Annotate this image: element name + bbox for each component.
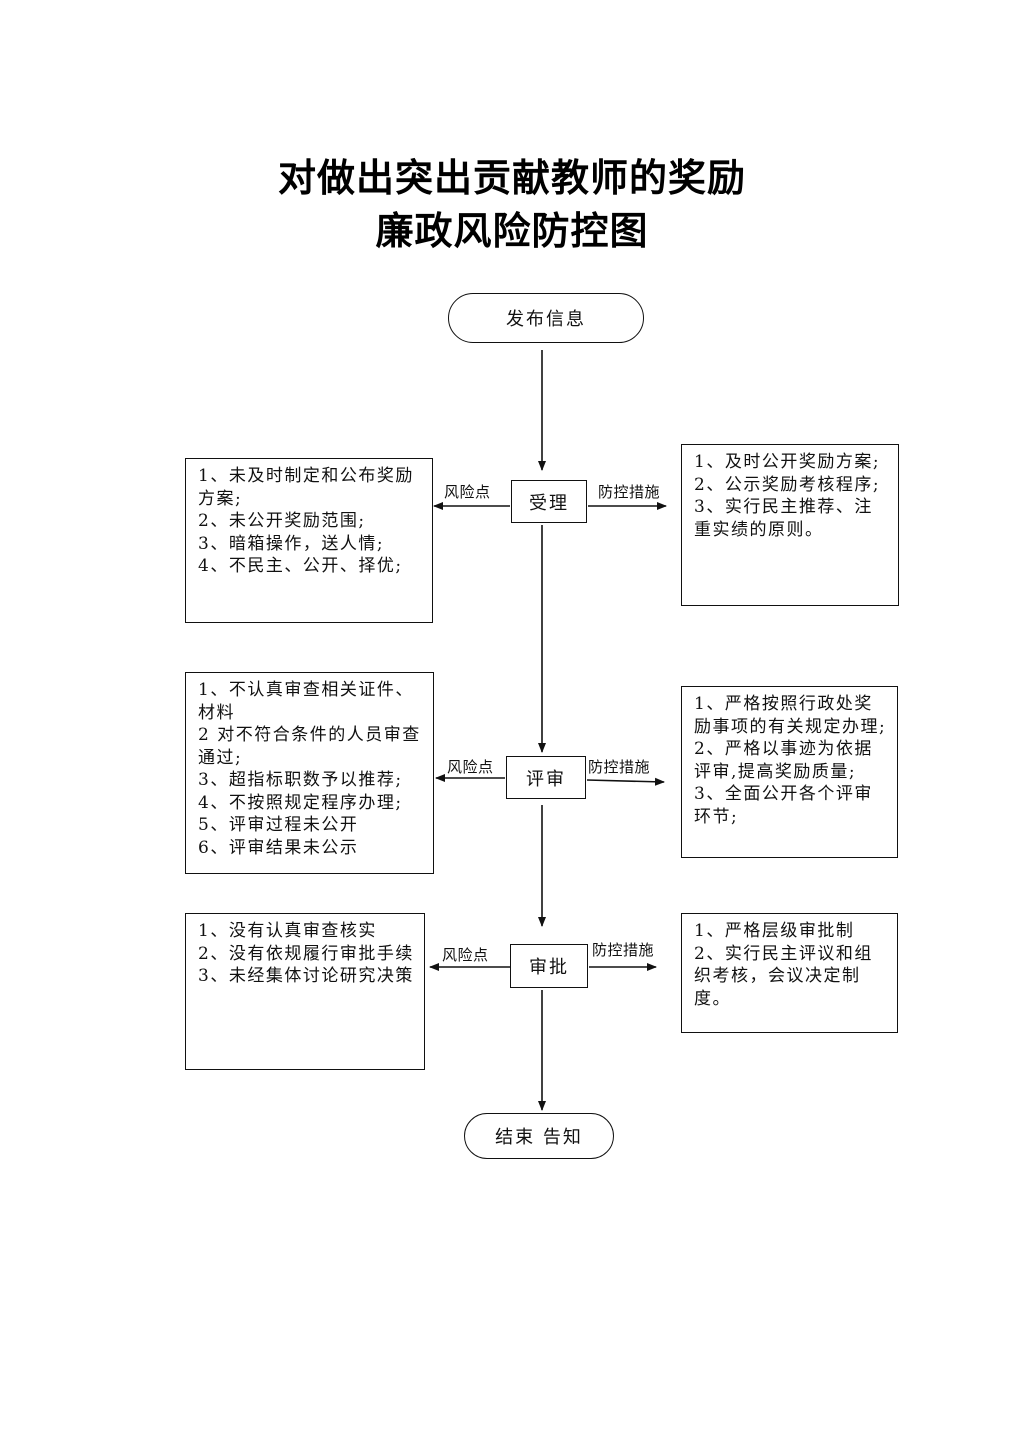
review-risk-item: 4、不按照规定程序办理;: [198, 792, 403, 813]
accept-risk-item: 3、暗箱操作，送人情;: [198, 533, 385, 554]
accept-measure-item: 1、及时公开奖励方案;: [694, 452, 881, 472]
diagram-title-line1: 对做出突出贡献教师的奖励: [277, 155, 746, 200]
end-node: 结束 告知: [464, 1113, 614, 1159]
approve-measure-item: 2、实行民主评议和组织考核，会议决定制度。: [694, 943, 873, 1009]
review-measure-label: 防控措施: [588, 758, 651, 776]
accept-measure-item: 3、实行民主推荐、注重实绩的原则。: [694, 497, 873, 540]
review-measure-box: 1、严格按照行政处奖励事项的有关规定办理; 2、严格以事迹为依据评审,提高奖励质…: [681, 686, 898, 858]
arrow-review-measure: [586, 777, 665, 786]
review-risk-item: 2 对不符合条件的人员审查通过;: [198, 725, 421, 768]
approve-measure-label: 防控措施: [592, 941, 655, 959]
accept-measure-item: 2、公示奖励考核程序;: [694, 474, 881, 495]
start-node: 发布信息: [448, 293, 644, 343]
review-measure-item: 3、全面公开各个评审环节;: [694, 784, 873, 827]
approve-risk-box: 1、没有认真审查核实 2、没有依规履行审批手续 3、未经集体讨论研究决策: [185, 913, 425, 1070]
review-risk-label: 风险点: [447, 758, 494, 776]
accept-measure-box: 1、及时公开奖励方案; 2、公示奖励考核程序; 3、实行民主推荐、注重实绩的原则…: [681, 444, 899, 606]
accept-risk-item: 4、不民主、公开、择优;: [198, 556, 403, 576]
review-risk-item: 6、评审结果未公示: [198, 837, 359, 858]
approve-node: 审批: [510, 944, 588, 988]
review-risk-item: 5、评审过程未公开: [198, 815, 359, 835]
diagram-title-line2: 廉政风险防控图: [375, 208, 649, 253]
accept-measure-label: 防控措施: [598, 483, 661, 501]
accept-risk-item: 1、未及时制定和公布奖励方案;: [198, 466, 414, 509]
accept-risk-item: 2、未公开奖励范围;: [198, 511, 366, 531]
approve-risk-label: 风险点: [442, 946, 489, 964]
review-risk-box: 1、不认真审查相关证件、材料 2 对不符合条件的人员审查通过; 3、超指标职数予…: [185, 672, 434, 874]
accept-risk-label: 风险点: [444, 483, 491, 501]
review-risk-item: 3、超指标职数予以推荐;: [198, 770, 403, 790]
approve-measure-item: 1、严格层级审批制: [694, 921, 855, 941]
approve-risk-item: 3、未经集体讨论研究决策: [198, 966, 414, 986]
review-measure-item: 1、严格按照行政处奖励事项的有关规定办理;: [694, 694, 887, 737]
accept-risk-box: 1、未及时制定和公布奖励方案; 2、未公开奖励范围; 3、暗箱操作，送人情; 4…: [185, 458, 433, 623]
approve-measure-box: 1、严格层级审批制 2、实行民主评议和组织考核，会议决定制度。: [681, 913, 898, 1033]
accept-node: 受理: [511, 480, 587, 523]
approve-risk-item: 1、没有认真审查核实: [198, 921, 377, 941]
review-measure-item: 2、严格以事迹为依据评审,提高奖励质量;: [694, 739, 873, 782]
approve-risk-item: 2、没有依规履行审批手续: [198, 943, 414, 964]
review-risk-item: 1、不认真审查相关证件、材料: [198, 680, 414, 723]
review-node: 评审: [506, 756, 586, 799]
